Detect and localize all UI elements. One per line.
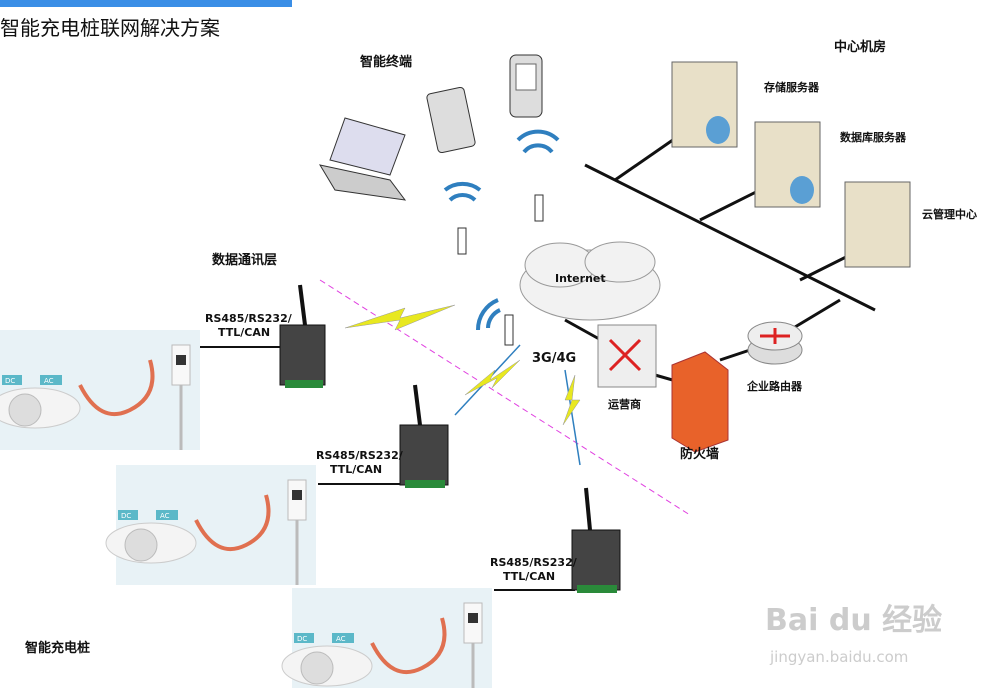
gateway-device-icon bbox=[399, 384, 449, 488]
phone-icon bbox=[509, 54, 543, 118]
interface-label: RS485/RS232/ bbox=[490, 556, 578, 569]
backbone-lines bbox=[200, 133, 876, 591]
terminal-label: 智能终端 bbox=[360, 54, 412, 70]
storage-server-label: 存储服务器 bbox=[764, 80, 820, 94]
antenna-icon bbox=[475, 298, 514, 346]
firewall-icon bbox=[671, 351, 729, 453]
interface-label: TTL/CAN bbox=[503, 570, 555, 583]
antenna-icon bbox=[516, 129, 560, 222]
router-label: 企业路由器 bbox=[746, 379, 803, 393]
page-title: 智能充电桩联网解决方案 bbox=[0, 16, 220, 40]
charger-label: 智能充电桩 bbox=[25, 640, 90, 656]
watermark-url: jingyan.baidu.com bbox=[769, 648, 908, 666]
carrier-switch-icon bbox=[597, 324, 657, 388]
tablet-icon bbox=[426, 86, 476, 154]
database-icon bbox=[706, 116, 814, 204]
db-server-label: 数据库服务器 bbox=[840, 130, 907, 144]
watermark-brand: Bai du 经验 bbox=[765, 603, 942, 638]
ac-tag: AC bbox=[44, 377, 54, 385]
interface-label: RS485/RS232/ bbox=[316, 449, 404, 462]
laptop-icon bbox=[318, 117, 407, 201]
interface-label: RS485/RS232/ bbox=[205, 312, 293, 325]
network-label: 3G/4G bbox=[532, 351, 576, 366]
gateway-device-icon bbox=[571, 487, 621, 593]
comm-layer-label: 数据通讯层 bbox=[212, 252, 277, 268]
gateway-device-icon bbox=[279, 284, 326, 388]
ac-tag: AC bbox=[336, 635, 346, 643]
interface-label: TTL/CAN bbox=[218, 326, 270, 339]
firewall-label: 防火墙 bbox=[680, 446, 719, 462]
interface-label: TTL/CAN bbox=[330, 463, 382, 476]
dc-tag: DC bbox=[297, 635, 307, 643]
selected-text-highlight bbox=[0, 0, 292, 7]
internet-cloud-icon bbox=[519, 241, 661, 321]
datacenter-label: 中心机房 bbox=[834, 39, 886, 55]
bolt-icon bbox=[344, 304, 581, 426]
carrier-label: 运营商 bbox=[608, 397, 641, 411]
dc-tag: DC bbox=[5, 377, 15, 385]
dc-tag: DC bbox=[121, 512, 131, 520]
internet-label: Internet bbox=[555, 272, 606, 285]
charging-pile-image: DC AC bbox=[0, 330, 200, 450]
router-icon bbox=[747, 321, 803, 365]
antenna-icon bbox=[443, 181, 482, 255]
server-icon bbox=[671, 61, 911, 268]
charging-pile-image: DC AC bbox=[281, 588, 492, 688]
cloud-center-label: 云管理中心 bbox=[922, 207, 977, 221]
charging-pile-image: DC AC bbox=[105, 465, 316, 585]
ac-tag: AC bbox=[160, 512, 170, 520]
